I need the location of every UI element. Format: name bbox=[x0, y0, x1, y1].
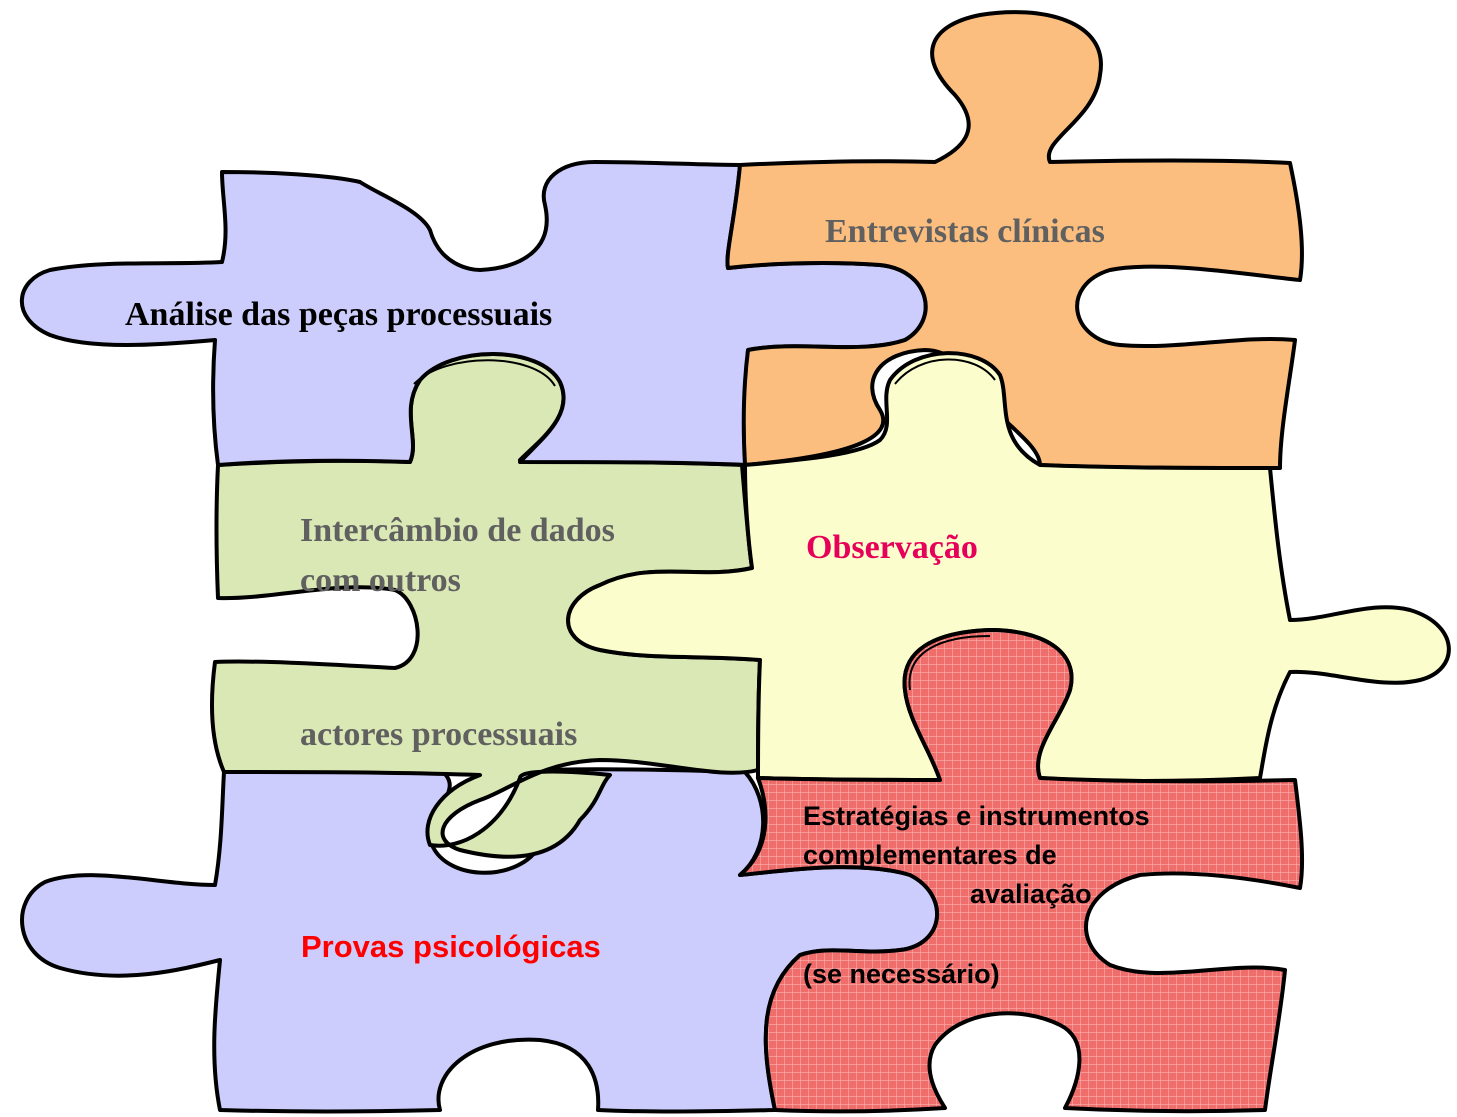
piece-estrategias bbox=[738, 628, 1305, 1114]
label-intercambio-line3: actores processuais bbox=[300, 716, 577, 753]
piece-shadow-red-knob bbox=[908, 635, 991, 691]
label-provas: Provas psicológicas bbox=[301, 929, 601, 964]
label-intercambio-line1: Intercâmbio de dados bbox=[300, 512, 615, 549]
piece-shadow-green-knob bbox=[413, 359, 556, 387]
piece-entrevistas bbox=[725, 10, 1304, 470]
label-estrategias-line4: (se necessário) bbox=[803, 959, 1000, 989]
label-estrategias-line2: complementares de bbox=[803, 840, 1057, 870]
piece-shadow-cream-knob bbox=[894, 358, 996, 385]
label-intercambio-line2: com outros bbox=[300, 562, 461, 599]
label-estrategias-line1: Estratégias e instrumentos bbox=[803, 801, 1150, 831]
label-entrevistas: Entrevistas clínicas bbox=[825, 213, 1105, 250]
label-estrategias-line3: avaliação bbox=[970, 879, 1092, 909]
label-analise: Análise das peças processuais bbox=[125, 296, 552, 333]
label-observacao: Observação bbox=[806, 529, 978, 566]
